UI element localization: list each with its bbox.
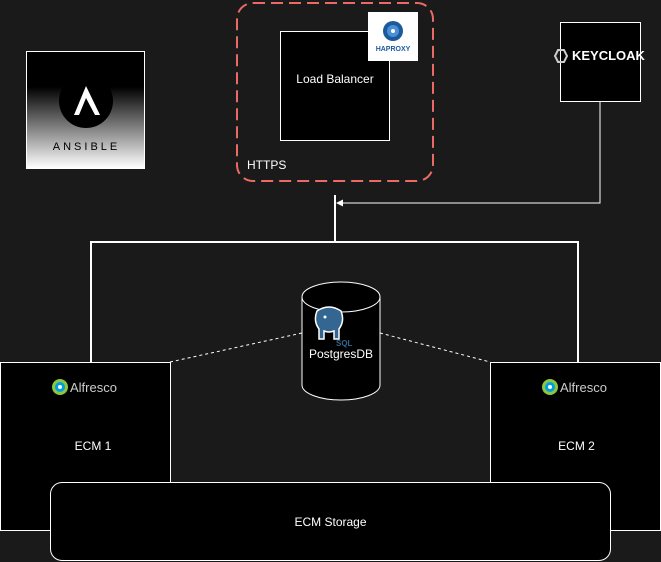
ecm1-label: ECM 1 — [74, 439, 112, 453]
load-balancer-label: Load Balancer — [296, 72, 374, 86]
ecm-storage-label: ECM Storage — [294, 515, 367, 529]
ecm-storage-node[interactable]: ECM Storage — [50, 482, 611, 561]
db-link-ecm2 — [379, 332, 491, 363]
ecm1-brand-text: Alfresco — [70, 380, 117, 395]
ecm2-brand-text: Alfresco — [560, 380, 607, 395]
https-label: HTTPS — [247, 158, 287, 172]
alfresco-flower-icon — [52, 379, 68, 395]
ansible-wordmark: ANSIBLE — [52, 141, 121, 153]
sql-badge: SQL — [336, 339, 353, 348]
keycloak-arrowhead — [336, 199, 343, 207]
haproxy-badge: HAPROXY — [368, 12, 418, 61]
postgres-elephant-icon — [309, 303, 349, 343]
keycloak-icon — [553, 49, 569, 63]
ecm-branch-connector — [90, 241, 579, 362]
alfresco-flower-icon — [542, 379, 558, 395]
https-group-border — [236, 2, 434, 182]
keycloak-logo: KEYCLOAK — [551, 46, 651, 66]
ansible-a-icon — [59, 74, 113, 128]
db-link-ecm1 — [169, 332, 303, 363]
haproxy-icon — [383, 21, 403, 41]
database-label: PostgresDB — [308, 347, 374, 361]
keycloak-node[interactable] — [560, 22, 641, 102]
keycloak-connector — [340, 102, 601, 204]
keycloak-wordmark: KEYCLOAK — [572, 48, 645, 63]
haproxy-text: HAPROXY — [375, 46, 411, 53]
ecm2-label: ECM 2 — [558, 439, 595, 453]
ansible-logo: ANSIBLE — [26, 51, 145, 169]
